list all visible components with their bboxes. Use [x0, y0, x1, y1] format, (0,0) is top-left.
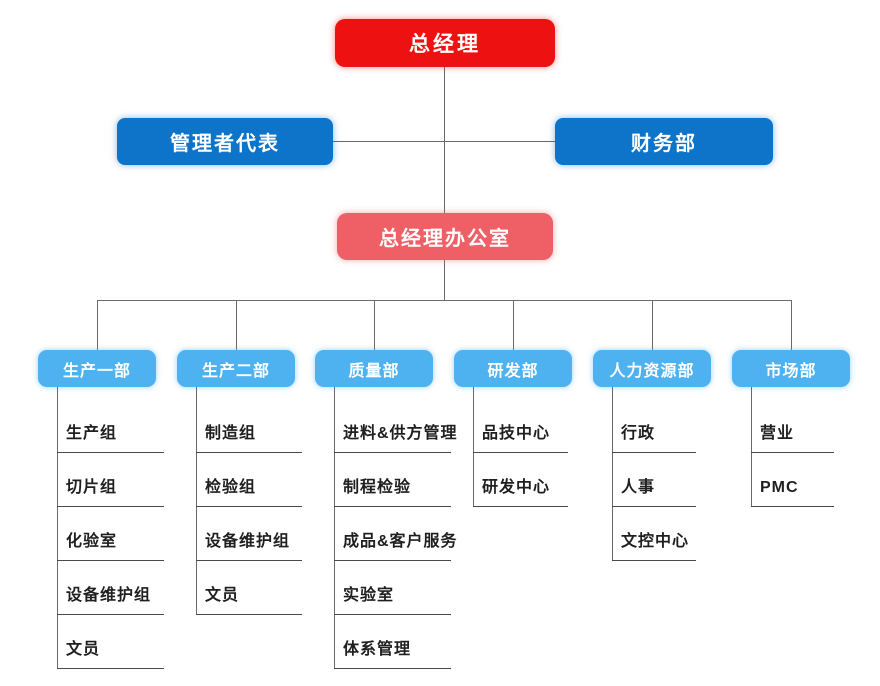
node-finance-department-label: 财务部	[631, 133, 697, 155]
connector-dept-stub	[513, 300, 514, 350]
node-gm-office: 总经理办公室	[337, 213, 553, 260]
sub-item: 品技中心	[473, 387, 568, 453]
sub-item: 设备维护组	[57, 561, 164, 615]
dept-box-6: 市场部	[732, 350, 850, 387]
node-management-representative-label: 管理者代表	[170, 133, 280, 155]
connector-list-line	[196, 387, 197, 615]
dept-box-1: 生产一部	[38, 350, 156, 387]
dept-label: 研发部	[487, 362, 539, 380]
sub-item: 实验室	[334, 561, 451, 615]
connector-dept-stub	[97, 300, 98, 350]
connector-list-line	[57, 387, 58, 669]
connector-dept-stub	[236, 300, 237, 350]
connector-list-line	[334, 387, 335, 669]
connector-root-spine	[444, 67, 445, 213]
connector-dept-stub	[791, 300, 792, 350]
dept-label: 生产二部	[201, 362, 270, 380]
connector-level2-crossbar	[333, 141, 555, 142]
node-general-manager: 总经理	[335, 19, 555, 67]
sub-item: 制造组	[196, 387, 302, 453]
dept-box-2: 生产二部	[177, 350, 295, 387]
dept-box-4: 研发部	[454, 350, 572, 387]
dept-box-5: 人力资源部	[593, 350, 711, 387]
dept-label: 人力资源部	[609, 362, 695, 380]
sub-item: 进料&供方管理	[334, 387, 457, 453]
sub-item: 化验室	[57, 507, 164, 561]
dept-label: 生产一部	[62, 362, 131, 380]
dept-label: 质量部	[348, 362, 400, 380]
sub-item: 人事	[612, 453, 696, 507]
connector-dept-stub	[374, 300, 375, 350]
dept-sub-list-4: 品技中心研发中心	[473, 387, 568, 507]
sub-item: 制程检验	[334, 453, 451, 507]
node-management-representative: 管理者代表	[117, 118, 333, 165]
sub-item: 文员	[57, 615, 164, 669]
sub-item: 文控中心	[612, 507, 696, 561]
connector-office-drop	[444, 260, 445, 300]
sub-item: 设备维护组	[196, 507, 302, 561]
connector-department-bus	[97, 300, 792, 301]
dept-box-3: 质量部	[315, 350, 433, 387]
sub-item: 成品&客户服务	[334, 507, 457, 561]
node-finance-department: 财务部	[555, 118, 773, 165]
sub-item: 体系管理	[334, 615, 451, 669]
dept-sub-list-3: 进料&供方管理制程检验成品&客户服务实验室体系管理	[334, 387, 457, 669]
connector-list-line	[473, 387, 474, 507]
node-gm-office-label: 总经理办公室	[379, 228, 511, 250]
sub-item: 检验组	[196, 453, 302, 507]
dept-label: 市场部	[765, 362, 817, 380]
sub-item: 文员	[196, 561, 302, 615]
dept-sub-list-2: 制造组检验组设备维护组文员	[196, 387, 302, 615]
sub-item: 研发中心	[473, 453, 568, 507]
sub-item: PMC	[751, 453, 834, 507]
dept-sub-list-1: 生产组切片组化验室设备维护组文员	[57, 387, 164, 669]
connector-list-line	[612, 387, 613, 561]
dept-sub-list-5: 行政人事文控中心	[612, 387, 696, 561]
sub-item: 行政	[612, 387, 696, 453]
connector-list-line	[751, 387, 752, 507]
node-general-manager-label: 总经理	[409, 33, 481, 56]
sub-item: 生产组	[57, 387, 164, 453]
connector-dept-stub	[652, 300, 653, 350]
sub-item: 营业	[751, 387, 834, 453]
sub-item: 切片组	[57, 453, 164, 507]
